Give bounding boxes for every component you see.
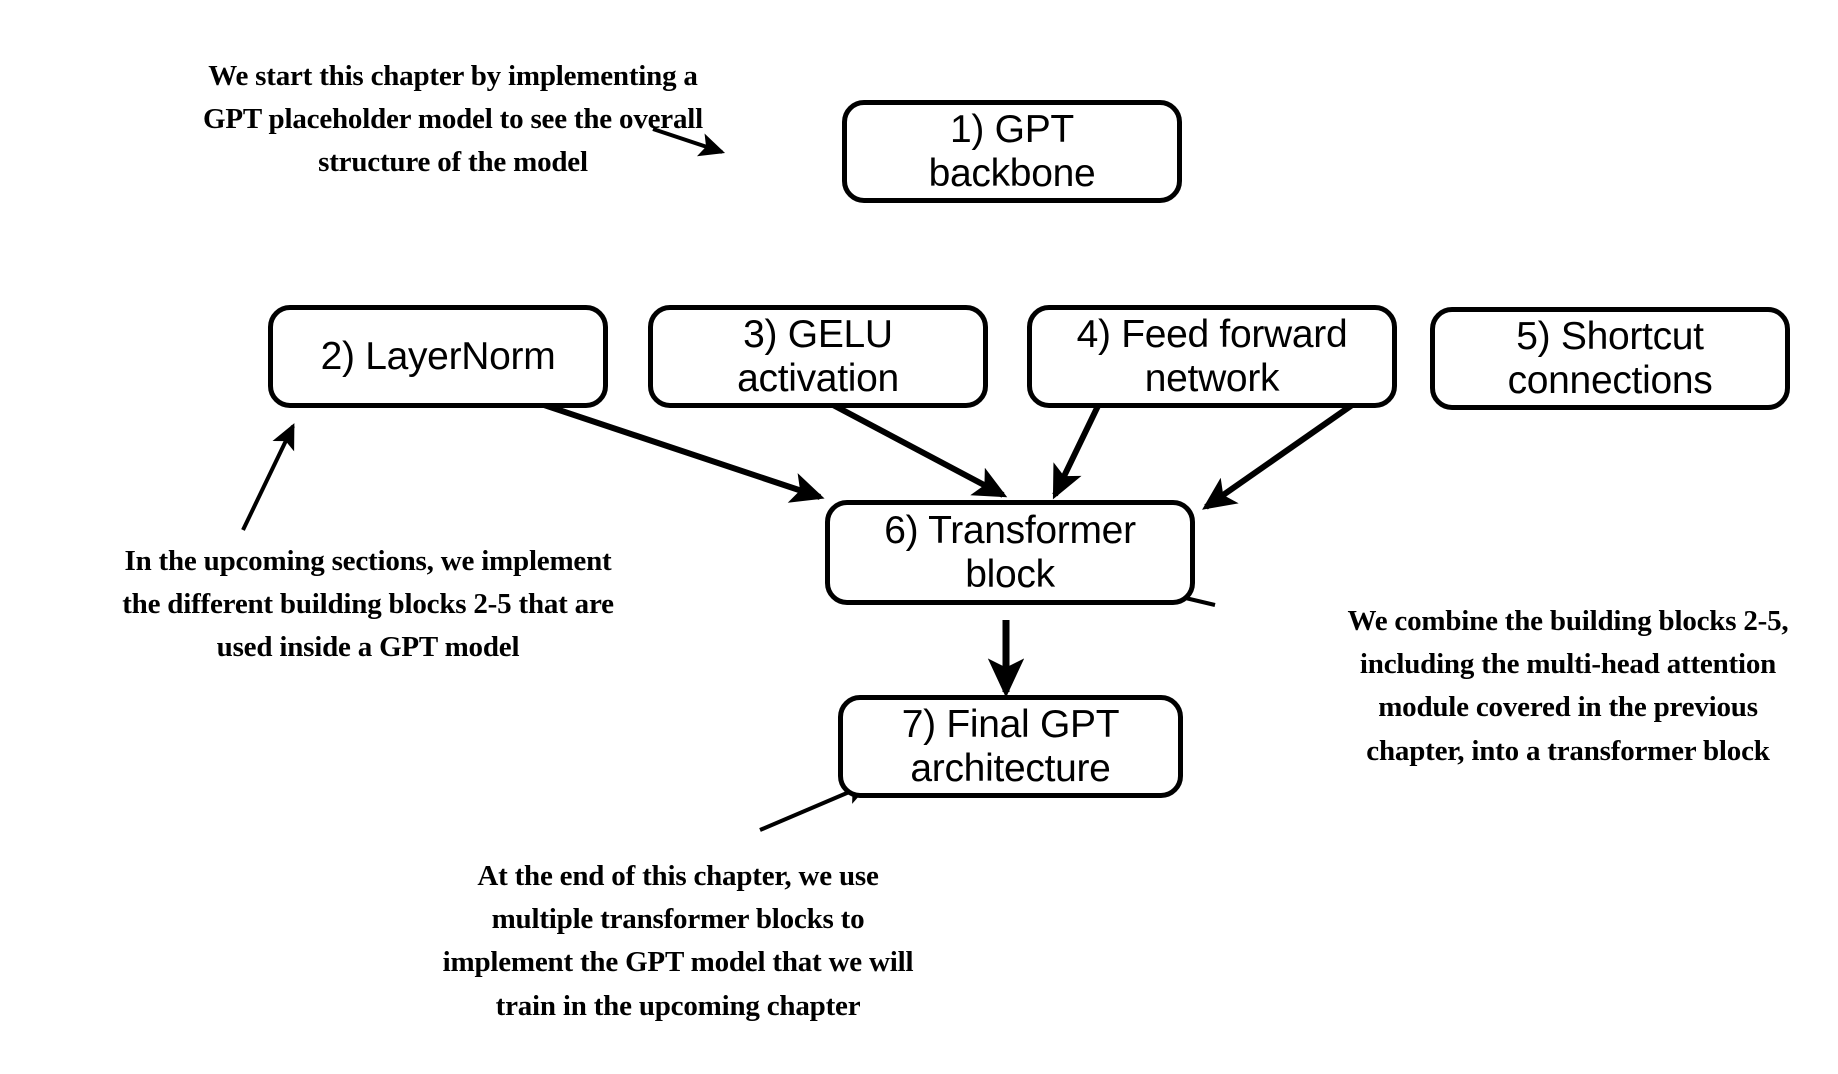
node-gelu-activation[interactable]: 3) GELU activation	[648, 305, 988, 408]
node-final-gpt-architecture-label: 7) Final GPT architecture	[901, 702, 1120, 790]
node-gpt-backbone[interactable]: 1) GPT backbone	[842, 100, 1182, 203]
node-transformer-block-label: 6) Transformer block	[884, 508, 1136, 596]
node-shortcut-connections[interactable]: 5) Shortcut connections	[1430, 307, 1790, 410]
arrow-shortcut-to-transformer	[1202, 393, 1367, 510]
node-feed-forward-label: 4) Feed forward network	[1076, 312, 1348, 400]
node-layernorm-label: 2) LayerNorm	[320, 334, 556, 378]
node-gpt-backbone-label: 1) GPT backbone	[928, 107, 1096, 195]
annotation-transformer-note: We combine the building blocks 2-5, incl…	[1347, 605, 1789, 767]
node-shortcut-connections-label: 5) Shortcut connections	[1507, 314, 1713, 402]
node-transformer-block[interactable]: 6) Transformer block	[825, 500, 1195, 605]
node-final-gpt-architecture[interactable]: 7) Final GPT architecture	[838, 695, 1183, 798]
node-layernorm[interactable]: 2) LayerNorm	[268, 305, 608, 408]
arrow-note-to-layernorm	[241, 423, 295, 531]
annotation-building-blocks-note: In the upcoming sections, we implement t…	[122, 545, 614, 664]
node-gelu-activation-label: 3) GELU activation	[737, 312, 899, 400]
annotation-intro-note: We start this chapter by implementing a …	[203, 60, 703, 179]
node-feed-forward[interactable]: 4) Feed forward network	[1027, 305, 1397, 408]
annotation-final-note: At the end of this chapter, we use multi…	[442, 860, 914, 1022]
